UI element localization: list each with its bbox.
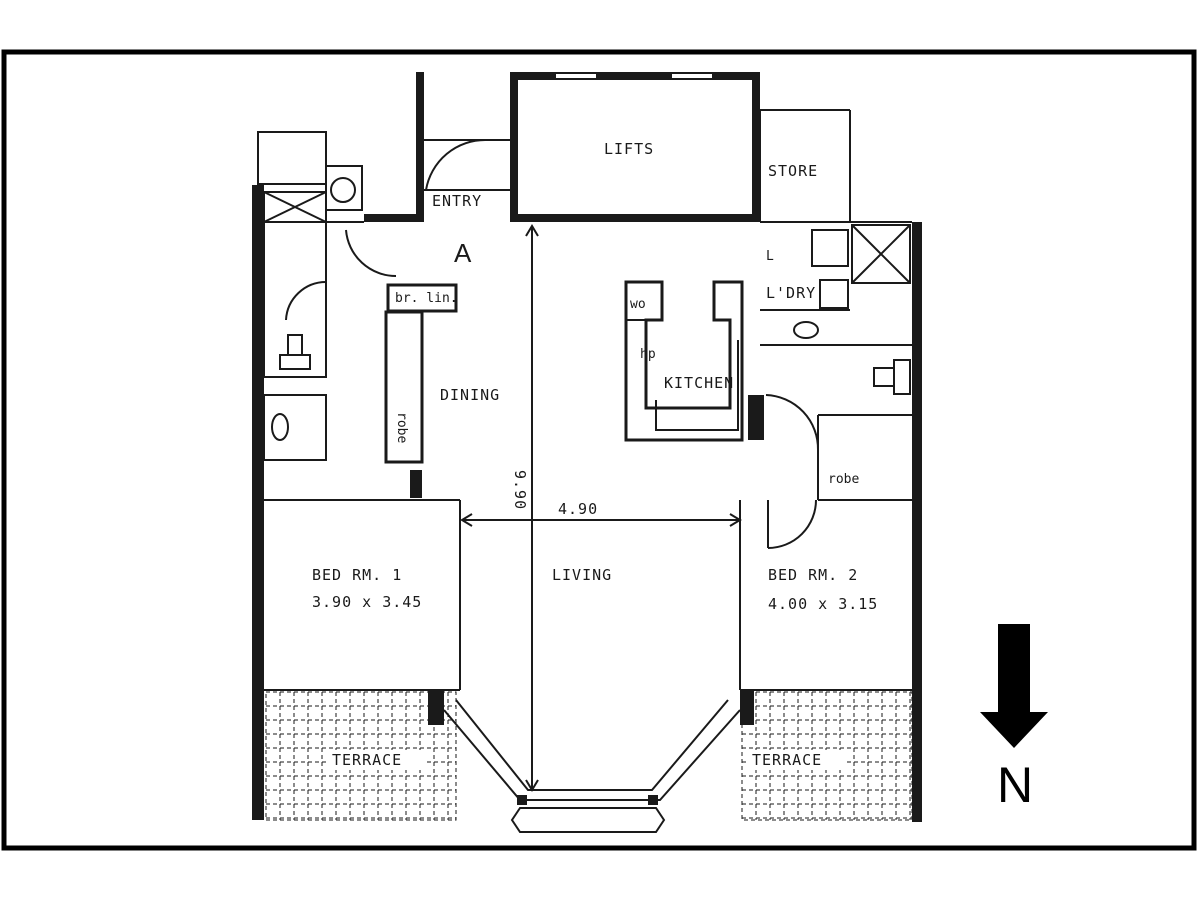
label-living: LIVING [552,566,612,584]
door-swings [285,138,820,549]
label-dining: DINING [440,386,500,404]
label-robe-left: robe [394,412,409,443]
room-labels: LIFTS STORE ENTRY A br. lin. L L'DRY DIN… [312,140,878,770]
label-store: STORE [768,162,818,180]
label-bed2-dims: 4.00 x 3.15 [768,595,878,613]
label-bed1: BED RM. 1 [312,566,402,584]
interior-walls [257,74,912,833]
label-unit-marker: A [454,238,472,268]
label-wall-oven: wo [630,297,646,312]
outer-frame [1,49,1197,851]
dimension-lines [460,224,742,792]
label-laundry-l: L [766,249,774,264]
label-dim-depth: 9.90 [511,470,529,510]
label-linen: br. lin. [395,291,458,306]
label-hotplate: hp [640,347,656,362]
label-bed2: BED RM. 2 [768,566,858,584]
label-bed1-dims: 3.90 x 3.45 [312,593,422,611]
arrow-down-icon [980,624,1048,748]
label-terrace-left: TERRACE [332,751,402,769]
label-kitchen: KITCHEN [664,374,734,392]
label-terrace-right: TERRACE [752,751,822,769]
label-lifts: LIFTS [604,140,654,158]
exterior-walls [252,72,922,822]
label-laundry: L'DRY [766,284,816,302]
label-entry: ENTRY [432,192,482,210]
label-robe-right: robe [828,472,859,487]
north-compass: N [980,624,1048,813]
label-dim-width: 4.90 [558,500,598,518]
north-label: N [997,757,1033,813]
